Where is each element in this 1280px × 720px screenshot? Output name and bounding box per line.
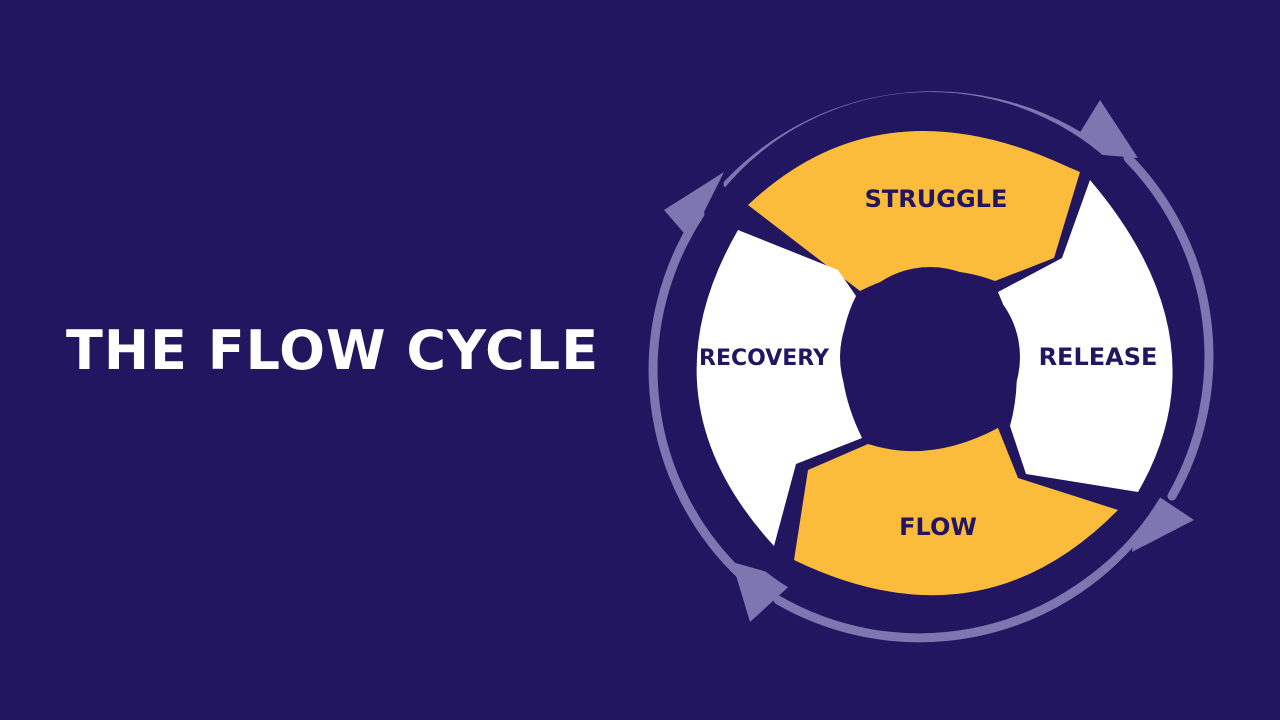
page-title: THE FLOW CYCLE — [66, 319, 600, 382]
arrow-arc-left — [648, 209, 747, 581]
arrow-arc-bottom — [773, 527, 1145, 643]
arrowhead-top-left — [664, 172, 724, 240]
cycle-segments — [696, 130, 1173, 596]
segment-recovery — [696, 230, 862, 546]
label-struggle: STRUGGLE — [865, 185, 1008, 213]
segment-flow — [794, 428, 1118, 596]
label-recovery: RECOVERY — [699, 346, 830, 371]
segment-release — [998, 180, 1173, 492]
segment-struggle — [748, 130, 1080, 291]
arrow-arc-right — [1123, 153, 1214, 501]
label-flow: FLOW — [899, 513, 977, 541]
flow-cycle-diagram: STRUGGLE RELEASE FLOW RECOVERY — [648, 91, 1214, 643]
cycle-center — [840, 267, 1020, 447]
label-release: RELEASE — [1039, 343, 1158, 371]
